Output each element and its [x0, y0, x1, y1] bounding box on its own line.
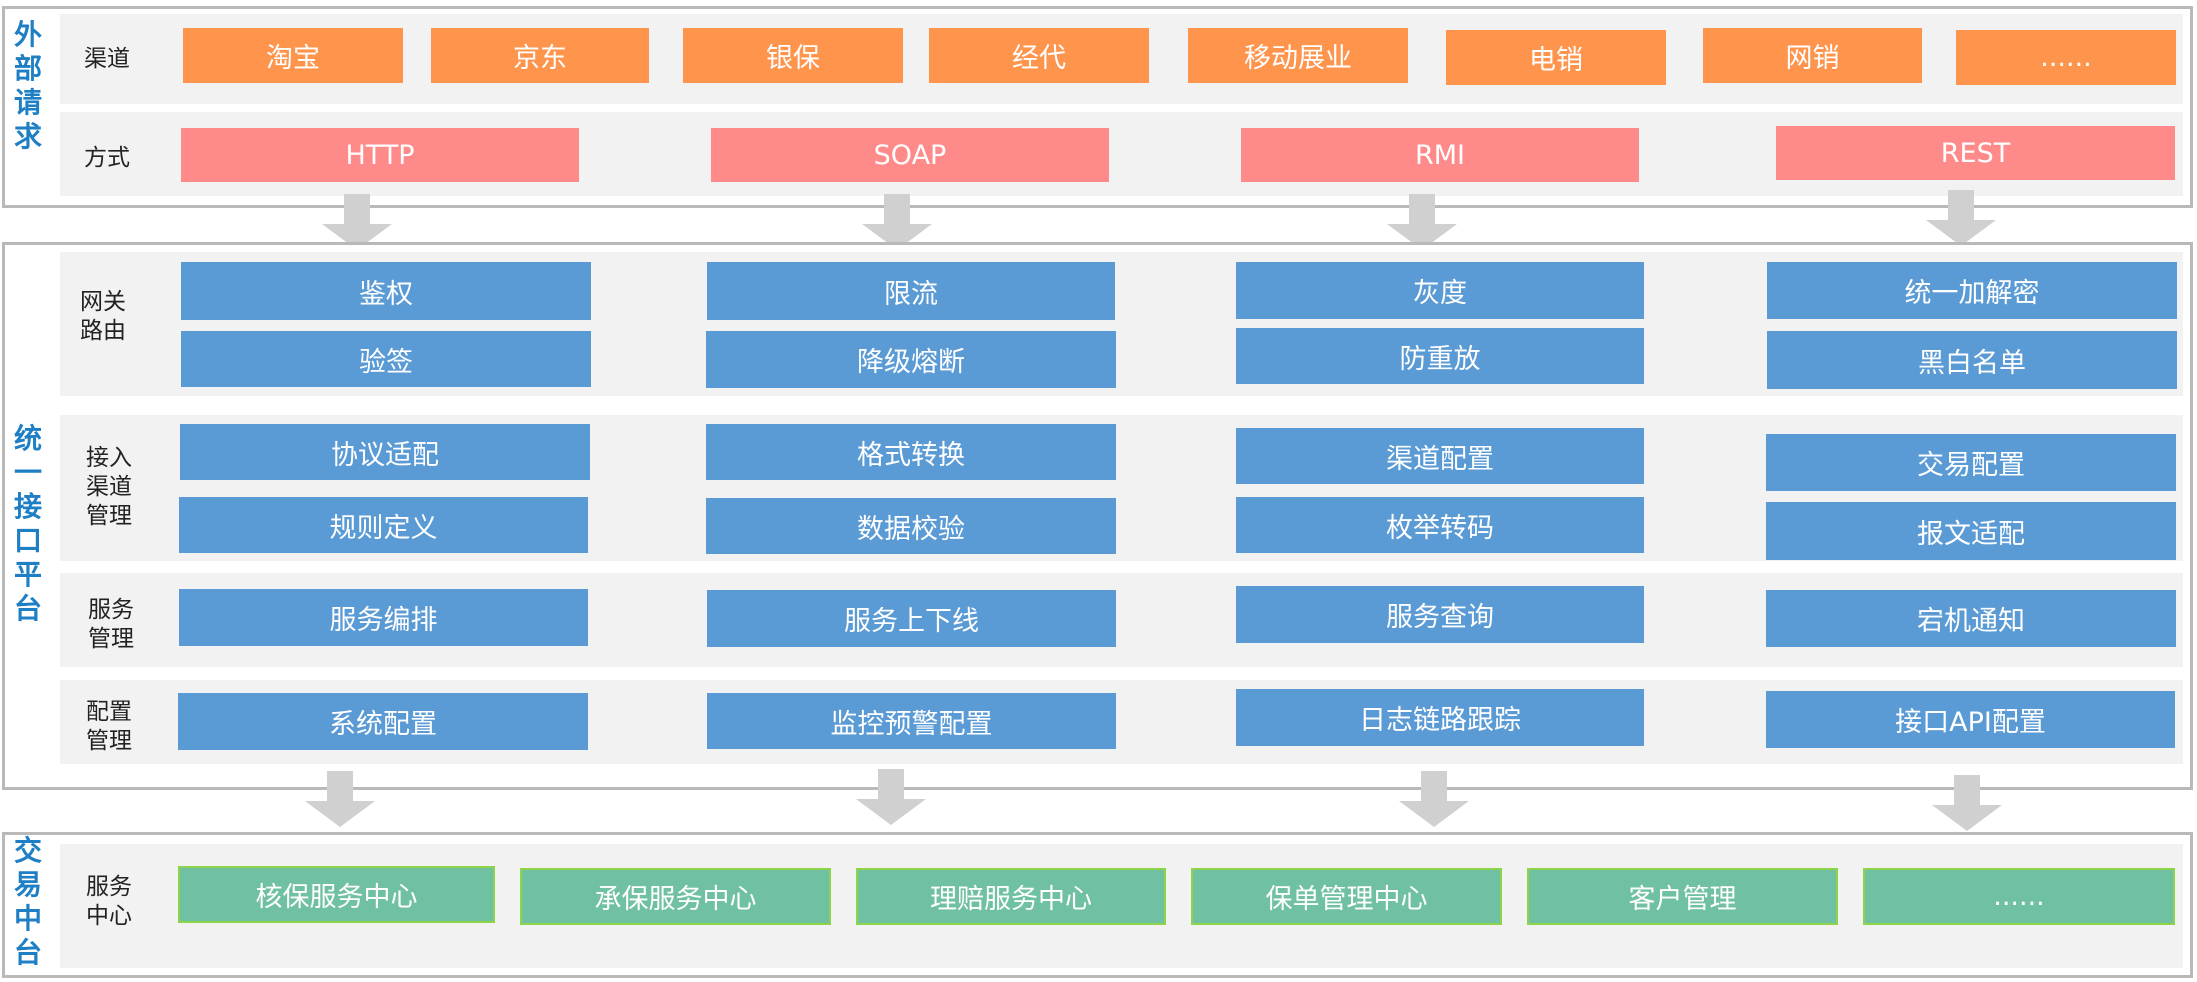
gateway-box: 黑白名单 [1767, 331, 2177, 389]
channel-box: 银保 [683, 28, 903, 83]
config-management-box: 日志链路跟踪 [1236, 689, 1644, 746]
service-center-label: 服务 中心 [86, 874, 132, 929]
access-channel-box: 枚举转码 [1236, 497, 1644, 553]
gateway-label: 网关 路由 [80, 289, 126, 344]
external-title-char: 外 [13, 18, 42, 51]
down-arrow-icon [1932, 775, 2002, 831]
method-box: HTTP [181, 128, 579, 182]
access-channel-box: 数据校验 [706, 498, 1116, 554]
external-title-char: 求 [13, 120, 42, 153]
external-title-char: 部 [13, 52, 42, 85]
service-management-label: 服务 管理 [88, 597, 134, 652]
service-management-box: 服务编排 [179, 589, 588, 646]
service-management-box: 服务上下线 [707, 590, 1116, 647]
access-channel-box: 报文适配 [1766, 502, 2176, 560]
access-channel-box: 规则定义 [179, 497, 588, 553]
down-arrow-icon [1926, 190, 1996, 246]
platform-title-char: 口 [13, 524, 42, 557]
service-center-box: 保单管理中心 [1191, 868, 1502, 925]
down-arrow-icon [305, 771, 375, 827]
config-management-box: 接口API配置 [1766, 691, 2175, 748]
channel-box: 电销 [1446, 30, 1666, 85]
platform-title-char: 统 [13, 422, 42, 455]
config-management-label: 配置 管理 [86, 699, 132, 754]
method-box: RMI [1241, 128, 1639, 182]
middle-platform-title: 交 易 中 台 [8, 834, 48, 970]
gateway-box: 验签 [181, 331, 591, 387]
method-box: REST [1776, 126, 2175, 180]
channel-box: ...... [1956, 30, 2176, 85]
gateway-box: 防重放 [1236, 328, 1644, 384]
method-box: SOAP [711, 128, 1109, 182]
gateway-box: 统一加解密 [1767, 262, 2177, 319]
middle-title-char: 台 [13, 936, 42, 969]
down-arrow-icon [1387, 194, 1457, 250]
service-center-box: 理赔服务中心 [856, 868, 1166, 925]
middle-title-char: 交 [13, 834, 42, 867]
down-arrow-icon [1399, 771, 1469, 827]
method-label: 方式 [84, 145, 130, 171]
channel-box: 淘宝 [183, 28, 403, 83]
access-channel-box: 交易配置 [1766, 434, 2176, 491]
access-channel-box: 格式转换 [706, 424, 1116, 480]
channel-box: 经代 [929, 28, 1149, 83]
platform-title: 统 一 接 口 平 台 [8, 422, 48, 626]
gateway-box: 鉴权 [181, 262, 591, 320]
down-arrow-icon [862, 194, 932, 250]
platform-title-char: 平 [13, 558, 42, 591]
access-channel-label: 接入 渠道 管理 [86, 445, 132, 529]
service-center-box: 客户管理 [1527, 868, 1838, 925]
middle-title-char: 易 [13, 868, 42, 901]
gateway-box: 降级熔断 [706, 331, 1116, 388]
middle-title-char: 中 [13, 902, 42, 935]
external-title-char: 请 [13, 86, 42, 119]
external-request-title: 外 部 请 求 [8, 18, 48, 154]
config-management-box: 监控预警配置 [707, 693, 1116, 749]
channel-box: 移动展业 [1188, 28, 1408, 83]
gateway-box: 灰度 [1236, 262, 1644, 319]
channel-box: 网销 [1703, 28, 1922, 83]
gateway-box: 限流 [707, 262, 1115, 320]
channel-label: 渠道 [84, 46, 130, 72]
service-center-box: 核保服务中心 [178, 866, 495, 923]
channel-box: 京东 [431, 28, 649, 83]
access-channel-box: 协议适配 [180, 424, 590, 480]
platform-title-char: 台 [13, 592, 42, 625]
access-channel-box: 渠道配置 [1236, 428, 1644, 484]
down-arrow-icon [856, 769, 926, 825]
service-management-box: 宕机通知 [1766, 590, 2176, 647]
platform-title-char: 一 [13, 456, 42, 489]
service-center-box: 承保服务中心 [520, 868, 831, 925]
config-management-box: 系统配置 [178, 693, 588, 750]
service-management-box: 服务查询 [1236, 586, 1644, 643]
platform-title-char: 接 [13, 490, 42, 523]
down-arrow-icon [322, 194, 392, 250]
service-center-box: ...... [1863, 868, 2175, 925]
